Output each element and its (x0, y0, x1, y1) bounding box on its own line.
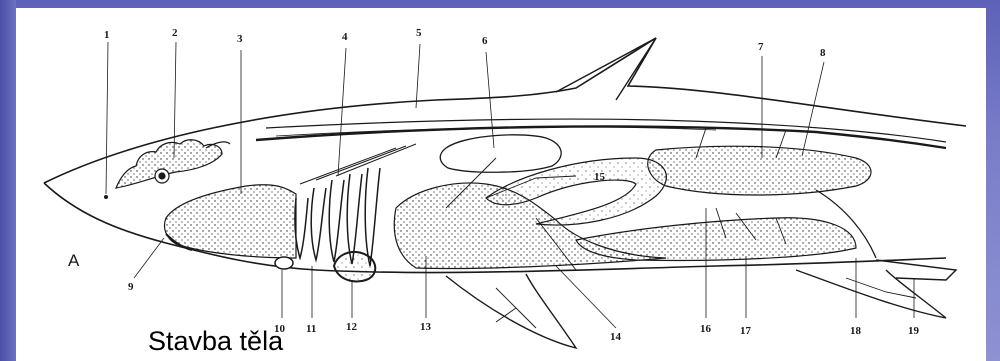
label-19: 19 (908, 325, 920, 337)
label-8: 8 (820, 47, 826, 59)
label-6: 6 (482, 35, 488, 47)
nostril-dot (104, 195, 108, 199)
slide-left-band (0, 0, 16, 361)
gonad (440, 135, 561, 172)
label-14: 14 (610, 331, 622, 343)
slide-caption: Stavba těla (148, 326, 283, 356)
shark-anatomy-diagram: 1 2 3 4 5 6 7 8 9 10 11 12 13 14 15 16 1… (16, 8, 986, 361)
label-2: 2 (172, 27, 178, 39)
heart (334, 252, 375, 282)
brain (116, 140, 230, 188)
label-5: 5 (416, 27, 422, 39)
intestine (576, 218, 856, 261)
label-18: 18 (850, 325, 862, 337)
label-7: 7 (758, 41, 764, 53)
label-1: 1 (104, 29, 110, 41)
eye-ring (275, 257, 293, 269)
label-11: 11 (306, 323, 316, 335)
label-13: 13 (420, 321, 432, 333)
label-4: 4 (342, 31, 348, 43)
anatomy-figure: 1 2 3 4 5 6 7 8 9 10 11 12 13 14 15 16 1… (16, 8, 986, 361)
label-12: 12 (346, 321, 358, 333)
label-17: 17 (740, 325, 752, 337)
label-15: 15 (594, 171, 606, 183)
label-3: 3 (237, 33, 243, 45)
label-9: 9 (128, 281, 134, 293)
label-16: 16 (700, 323, 712, 335)
panel-letter: A (68, 251, 80, 270)
gill-arches (295, 144, 416, 266)
kidney (648, 146, 871, 195)
